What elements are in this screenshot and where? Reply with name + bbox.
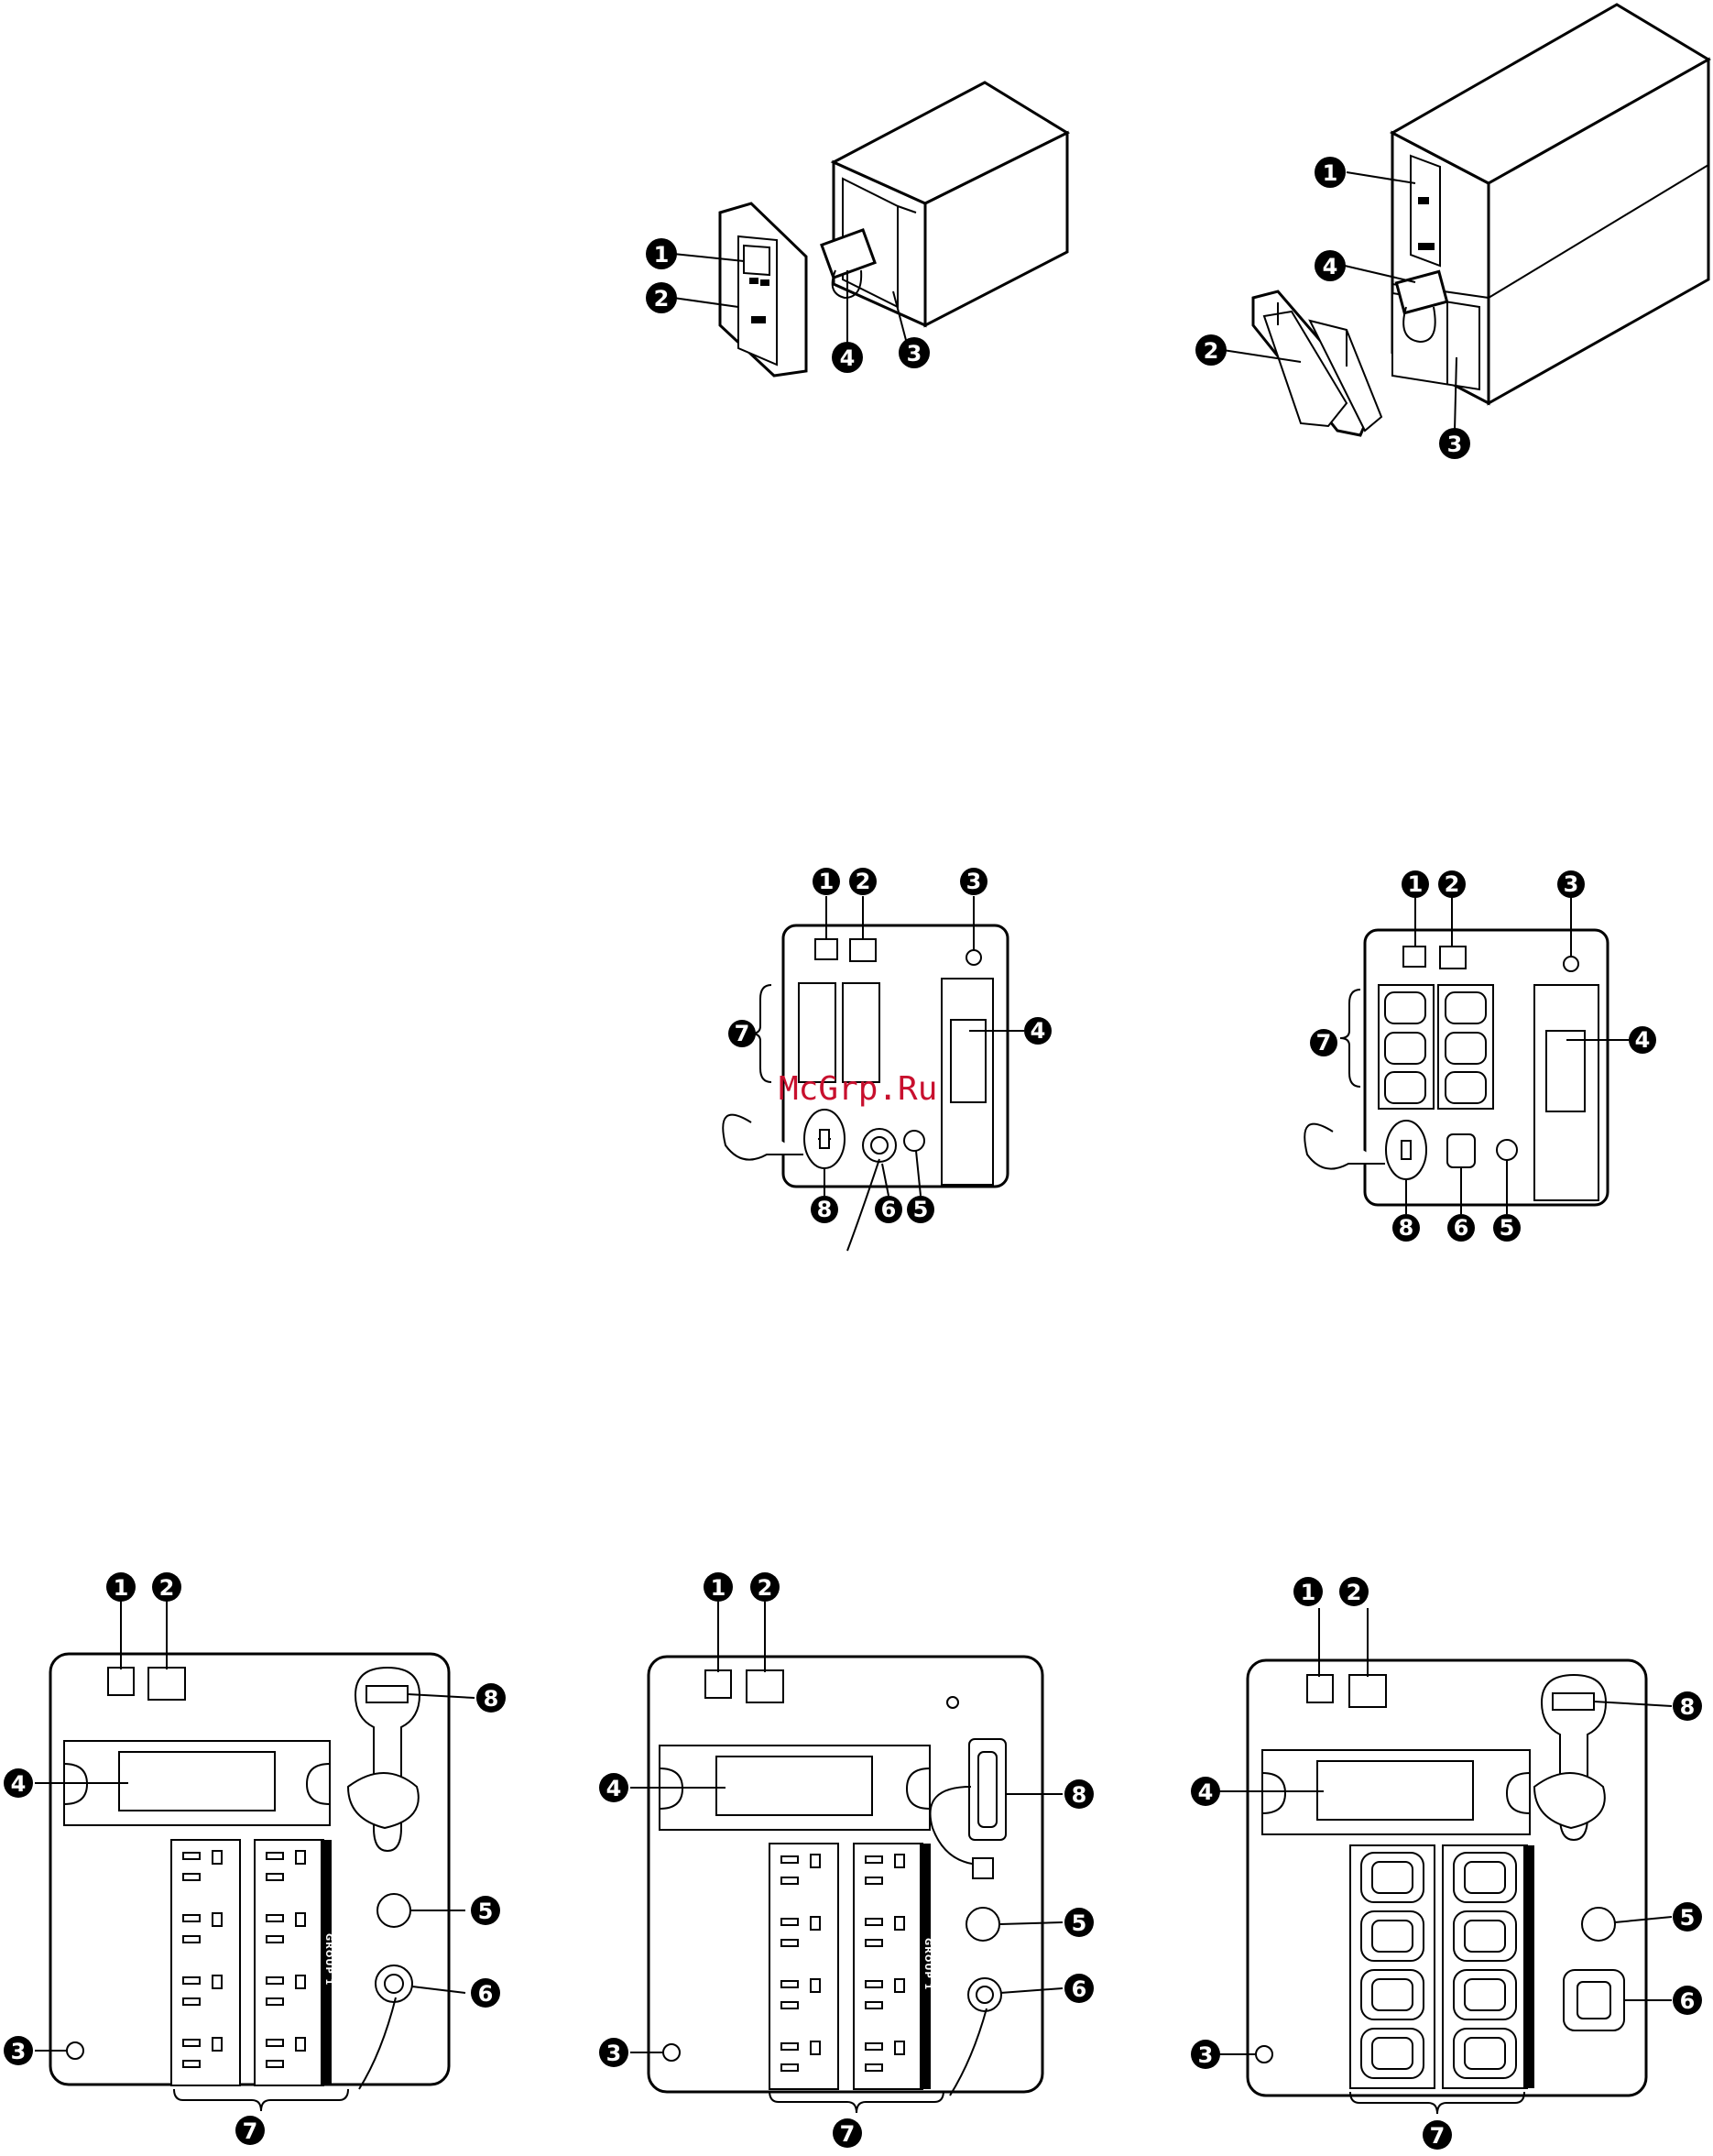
callout-7: 7 [840, 2121, 856, 2147]
ups-tower-battery-figure [673, 82, 1067, 376]
callout-6: 6 [1454, 1215, 1469, 1241]
callout-1: 1 [819, 869, 835, 894]
callout-6: 6 [881, 1197, 897, 1222]
ups-tall-tower-battery-figure [1223, 5, 1708, 435]
callout-8: 8 [1399, 1215, 1414, 1241]
callout-3: 3 [966, 869, 982, 894]
callout-2: 2 [1445, 871, 1460, 897]
callout-6: 6 [1072, 1976, 1087, 2002]
group-label: GROUP 1 [922, 1938, 933, 1990]
callout-1: 1 [114, 1575, 129, 1601]
callout-8: 8 [1072, 1782, 1087, 1808]
rear-panel-large-iec [1218, 1608, 1672, 2114]
callout-4: 4 [1323, 254, 1338, 279]
callout-6: 6 [1680, 1988, 1696, 2014]
callout-6: 6 [478, 1981, 494, 2007]
callout-4: 4 [606, 1776, 622, 1801]
callout-8: 8 [1680, 1694, 1696, 1720]
rear-panel-large-nema-clip: GROUP 1 [630, 1602, 1063, 2113]
callout-3: 3 [1447, 432, 1463, 457]
group-label: GROUP 1 [323, 1933, 333, 1986]
callout-5: 5 [1680, 1905, 1696, 1931]
callout-3: 3 [606, 2041, 622, 2066]
callout-5: 5 [1072, 1910, 1087, 1936]
callout-7: 7 [1316, 1030, 1332, 1056]
callout-4: 4 [1198, 1779, 1214, 1805]
callout-4: 4 [1635, 1027, 1651, 1053]
callout-5: 5 [478, 1899, 494, 1924]
callout-3: 3 [907, 341, 922, 367]
callout-8: 8 [484, 1686, 499, 1712]
callout-1: 1 [1323, 160, 1338, 186]
callout-2: 2 [1347, 1580, 1362, 1605]
callout-4: 4 [840, 345, 856, 371]
rear-panel-large-nema-cord: GROUP 1 [35, 1601, 475, 2111]
callout-4: 4 [11, 1771, 27, 1797]
callout-5: 5 [1500, 1215, 1515, 1241]
callout-2: 2 [758, 1575, 773, 1601]
callout-1: 1 [654, 242, 670, 268]
callout-3: 3 [1564, 871, 1579, 897]
callout-1: 1 [1408, 871, 1424, 897]
callout-3: 3 [11, 2039, 27, 2064]
callout-2: 2 [1204, 338, 1219, 364]
callout-1: 1 [711, 1575, 726, 1601]
rear-panel-small-iec [1304, 884, 1629, 1214]
callout-2: 2 [856, 869, 871, 894]
callout-2: 2 [159, 1575, 175, 1601]
callout-7: 7 [243, 2118, 258, 2144]
callout-2: 2 [654, 286, 670, 312]
callout-7: 7 [1430, 2123, 1446, 2149]
callout-4: 4 [1031, 1018, 1046, 1044]
callout-8: 8 [817, 1197, 833, 1222]
callout-5: 5 [913, 1197, 929, 1222]
watermark: McGrp.Ru [779, 1070, 937, 1108]
callout-1: 1 [1301, 1580, 1316, 1605]
callout-3: 3 [1198, 2042, 1214, 2068]
callout-7: 7 [735, 1021, 750, 1046]
